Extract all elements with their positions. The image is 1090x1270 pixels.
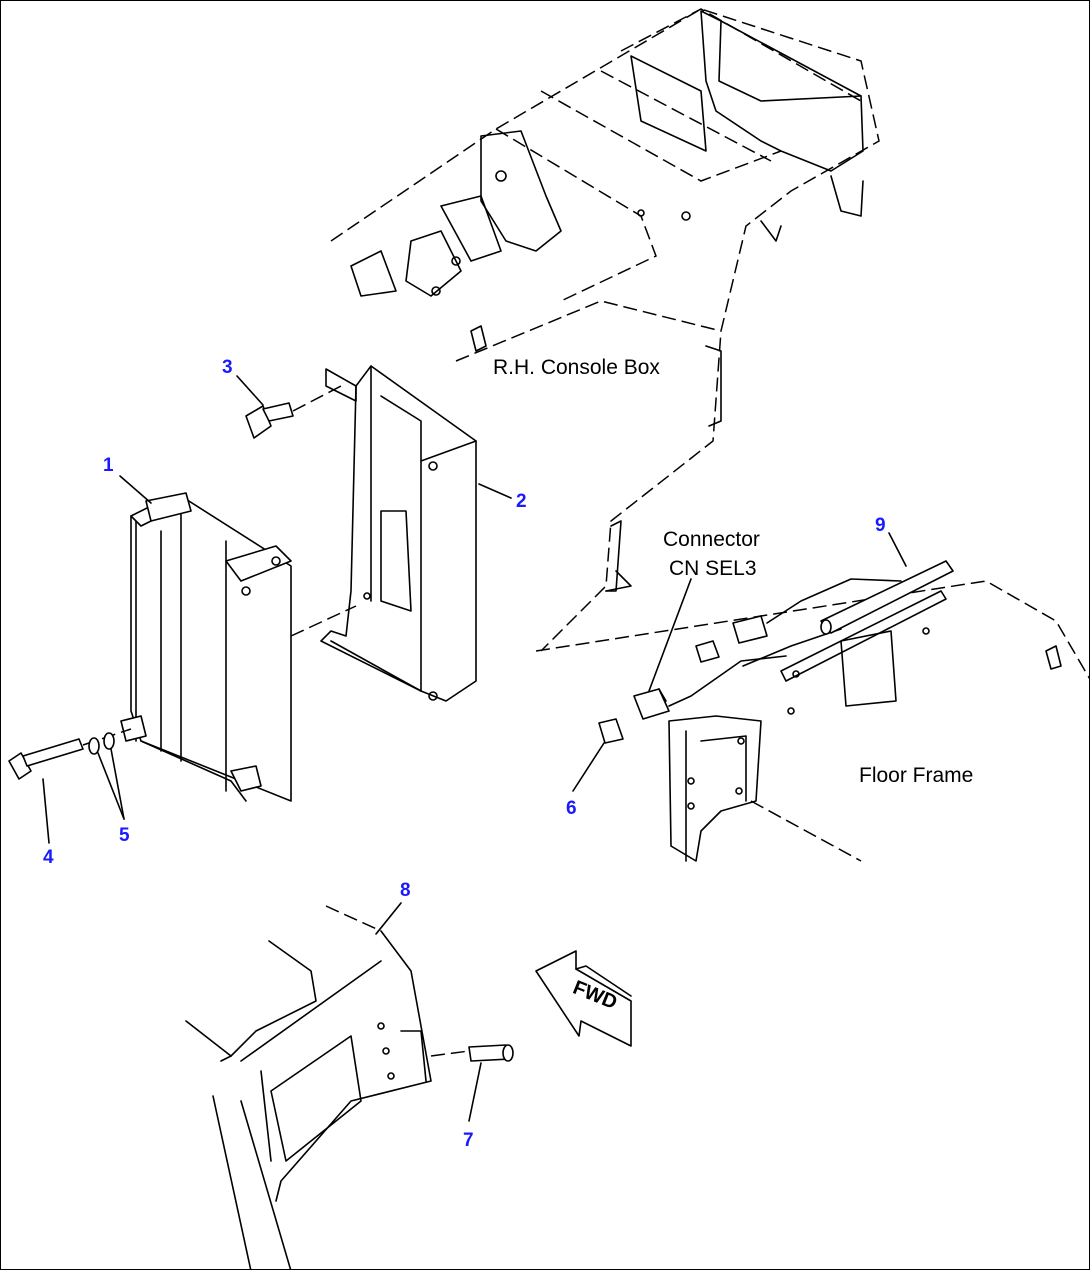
callout-6: 6 bbox=[566, 798, 577, 819]
part-7-pin bbox=[430, 1044, 514, 1062]
floor-frame bbox=[535, 580, 1089, 862]
console-box-frame bbox=[330, 8, 880, 652]
fwd-arrow bbox=[535, 950, 632, 1047]
floor-frame-label: Floor Frame bbox=[859, 764, 973, 787]
part-3-bolt bbox=[245, 385, 342, 439]
part-5-washers bbox=[88, 732, 115, 755]
connector-label: Connector bbox=[663, 528, 760, 551]
callout-5: 5 bbox=[119, 825, 130, 846]
part-9-tube bbox=[820, 560, 954, 635]
connector-cn-sel3-label: CN SEL3 bbox=[669, 557, 757, 580]
connector-cn-sel3 bbox=[633, 578, 902, 720]
callout-1: 1 bbox=[103, 455, 114, 476]
callout-8: 8 bbox=[400, 880, 411, 901]
callout-7: 7 bbox=[463, 1130, 474, 1151]
callout-9: 9 bbox=[875, 515, 886, 536]
part-8-cab bbox=[185, 905, 432, 1269]
callout-3: 3 bbox=[222, 357, 233, 378]
part-1-controller bbox=[120, 492, 292, 802]
part-2-bracket bbox=[290, 365, 477, 702]
leader-lines bbox=[42, 375, 907, 1122]
part-6-connector bbox=[598, 718, 624, 744]
rh-console-box-label: R.H. Console Box bbox=[493, 356, 660, 379]
callout-4: 4 bbox=[43, 847, 54, 868]
callout-2: 2 bbox=[516, 491, 527, 512]
